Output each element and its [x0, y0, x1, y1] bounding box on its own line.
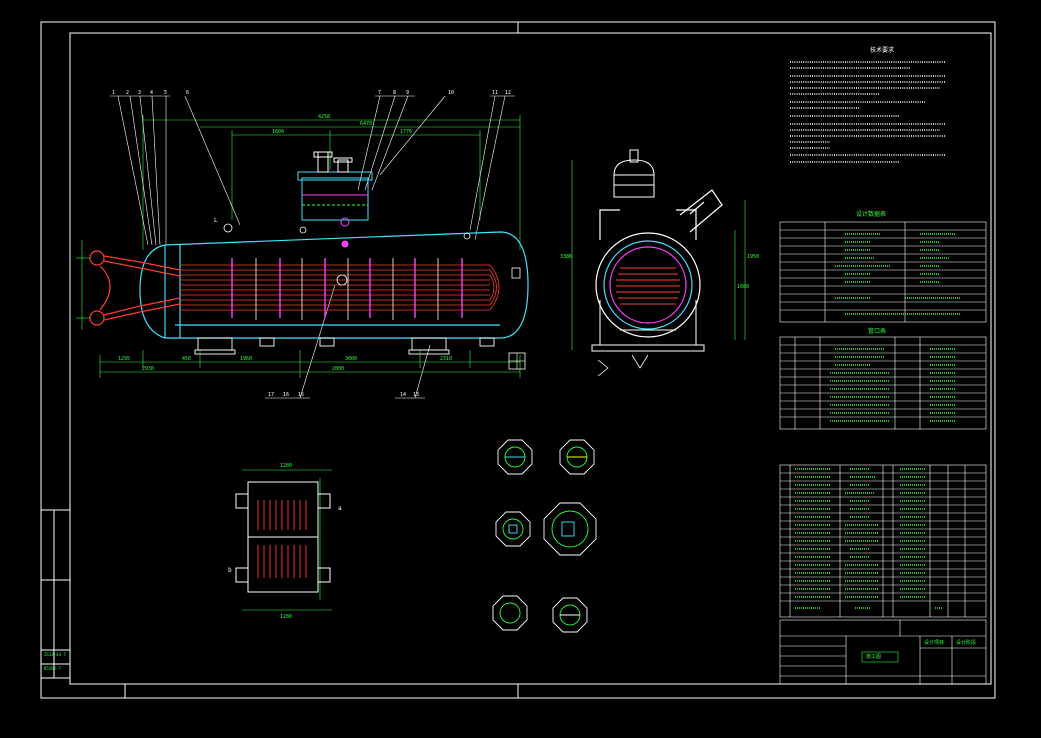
title-project-label: 设计项目: [924, 639, 944, 646]
dim-2310: 2310: [440, 356, 452, 362]
callout-numbers-top: 1 2 3 4 5 6 7 8 9 10 11 12: [112, 90, 511, 96]
callout-leaders: [110, 95, 515, 399]
section-dims: [571, 160, 746, 350]
callout-numbers-bottom: 17 16 15 14 13: [268, 392, 419, 398]
dim-left-end: 1295: [118, 356, 130, 362]
baffle-plates: [231, 258, 463, 318]
callout-13: 13: [413, 392, 419, 398]
left-vertical-dims: [76, 240, 90, 330]
callout-12: 12: [505, 90, 511, 96]
end-section-view: 3386 1600 1950: [560, 149, 759, 377]
plan-view: 1280 1280 a b: [228, 463, 342, 620]
callout-17: 17: [268, 392, 274, 398]
support-rods: [255, 258, 439, 320]
callout-7: 7: [378, 90, 381, 96]
callout-16: 16: [283, 392, 289, 398]
callout-14: 14: [400, 392, 406, 398]
plan-label-b: b: [228, 567, 232, 574]
title-drawing-box: [861, 651, 899, 663]
nozzle-fill: [830, 348, 955, 422]
detail-1: [497, 439, 533, 475]
dim-1960: 1960: [240, 356, 252, 362]
drawing-frame: [40, 21, 996, 699]
section-dome: [613, 149, 655, 198]
dim-span-b: 1778: [400, 129, 412, 135]
left-strip-code2: R5562-7: [44, 666, 61, 671]
design-data-fill: [835, 233, 960, 315]
left-strip-code1: ZS33-44-7: [44, 652, 66, 657]
left-strip-text: ZS33-44-7 R5562-7: [44, 652, 66, 671]
design-data-title: 设计数据表: [856, 210, 886, 218]
callout-3: 3: [138, 90, 141, 96]
saddle-supports: [194, 337, 495, 355]
detail-3: [495, 511, 531, 547]
dim-span-a: 1600: [272, 129, 284, 135]
callout-4: 4: [150, 90, 153, 96]
dim-2800: 2800: [332, 366, 344, 372]
title-block: 设计项目 设计阶段 施工图: [779, 619, 987, 685]
plan-top-width: 1280: [280, 463, 292, 469]
dim-450: 450: [182, 356, 191, 362]
callout-5: 5: [164, 90, 167, 96]
detail-5: [492, 595, 528, 631]
plan-tubes: [257, 500, 307, 578]
section-shell: [595, 189, 723, 338]
dim-left-overall: 2930: [142, 366, 154, 372]
plan-label-a: a: [338, 505, 342, 512]
vessel-shell: [139, 231, 529, 339]
section-tube-bundle: [616, 267, 680, 305]
callout-1: 1: [112, 90, 115, 96]
title-drawing-no: 施工图: [866, 653, 881, 660]
callout-8: 8: [393, 90, 396, 96]
notes-title: 技术要求: [870, 46, 894, 54]
parts-fill: [795, 468, 942, 609]
top-dome-nozzle: [297, 151, 373, 248]
plan-outline: [235, 481, 331, 593]
design-data-table: 设计数据表: [779, 210, 987, 323]
shell-nozzles: [223, 223, 521, 286]
notes-lines: [790, 61, 945, 163]
title-block-grid: [779, 619, 987, 685]
section-saddle: [591, 300, 705, 352]
callout-11: 11: [492, 90, 498, 96]
technical-notes: 技术要求: [790, 46, 945, 163]
nozzle-table: 管口表: [779, 327, 987, 430]
nozzle-grid: [779, 336, 987, 430]
callout-10: 10: [448, 90, 454, 96]
title-stage-label: 设计阶段: [956, 639, 976, 646]
callout-9: 9: [406, 90, 409, 96]
callout-15: 15: [298, 392, 304, 398]
callout-2: 2: [126, 90, 129, 96]
main-elevation-view: 4258 1600 1778 6478 1: [76, 90, 529, 399]
nozzle-label-l: L: [214, 217, 218, 224]
dim-overall-top: 4258: [318, 114, 330, 120]
nozzle-table-title: 管口表: [868, 327, 886, 335]
dim-section-side-a: 1600: [737, 284, 749, 290]
parts-grid: [779, 464, 987, 618]
detail-views: [492, 439, 597, 633]
detail-4: [543, 502, 597, 556]
plan-dims: [242, 469, 332, 611]
design-data-grid: [779, 221, 987, 323]
dim-3000: 3000: [345, 356, 357, 362]
detail-2: [559, 439, 595, 475]
plan-bottom-width: 1280: [280, 614, 292, 620]
callout-6: 6: [186, 90, 189, 96]
detail-6: [552, 597, 588, 633]
dim-span-c: 6478: [360, 121, 372, 127]
dim-section-height: 3386: [560, 254, 572, 260]
parts-list: [779, 464, 987, 618]
section-markers: [597, 354, 649, 377]
dim-section-side-b: 1950: [747, 254, 759, 260]
bottom-dimension-lines: [99, 350, 521, 378]
